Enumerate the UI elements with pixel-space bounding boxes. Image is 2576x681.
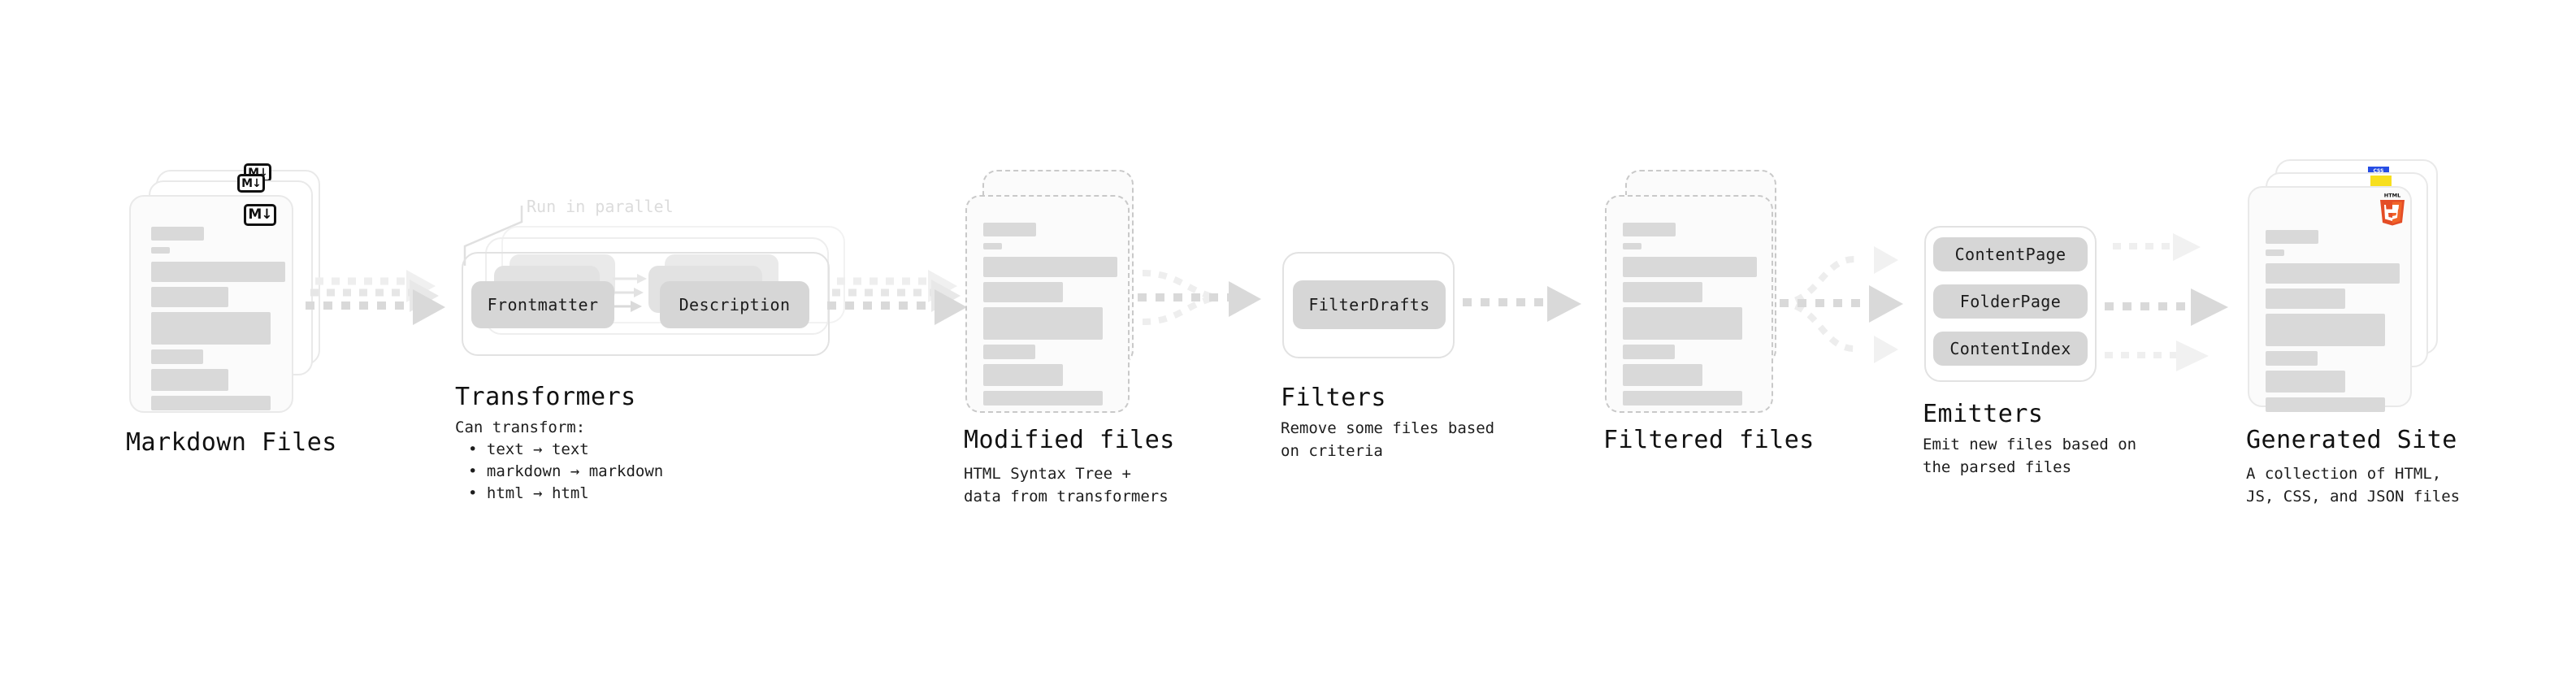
skeleton-bar	[983, 307, 1103, 340]
emitters-group	[1924, 226, 2097, 382]
css-icon: CSS	[2368, 167, 2389, 175]
skeleton-bar	[2266, 263, 2400, 284]
filter-node-filterdrafts[interactable]: FilterDrafts	[1293, 280, 1446, 329]
emitter-node-contentpage[interactable]: ContentPage	[1933, 237, 2088, 271]
skeleton-bar	[2266, 371, 2345, 393]
filtered-card-front	[1605, 195, 1773, 413]
skeleton-bar	[983, 223, 1036, 236]
skeleton-bar	[151, 396, 271, 410]
skeleton-bar	[1623, 243, 1641, 249]
skeleton-bar	[983, 257, 1117, 277]
svg-text:HTML: HTML	[2384, 193, 2400, 199]
transformer-node-frontmatter[interactable]: Frontmatter	[471, 281, 614, 328]
connector-filtered-to-emitters	[1779, 246, 1903, 363]
emitters-subtitle: Emit new files based on the parsed files	[1923, 436, 2137, 476]
skeleton-bar	[151, 312, 271, 345]
modified-card-front	[965, 195, 1130, 413]
run-in-parallel-label: Run in parallel	[527, 197, 674, 216]
transformers-subtitle: Can transform:	[455, 419, 586, 436]
skeleton-bar	[1623, 223, 1676, 236]
transformer-node-description[interactable]: Description	[660, 281, 809, 328]
emitter-node-contentindex[interactable]: ContentIndex	[1933, 332, 2088, 366]
skeleton-bar	[151, 262, 285, 282]
skeleton-bar	[1623, 364, 1702, 386]
stage-title-generated-site: Generated Site	[2246, 426, 2457, 454]
skeleton-bar	[983, 243, 1002, 249]
skeleton-bar	[2266, 249, 2284, 256]
skeleton-bar	[151, 369, 228, 391]
connector-modified-to-filters	[1138, 270, 1261, 325]
skeleton-bar	[1623, 257, 1757, 277]
skeleton-bar	[2266, 397, 2385, 412]
connector-md-to-transformers	[306, 270, 445, 325]
skeleton-bar	[151, 227, 204, 241]
stage-title-filters: Filters	[1281, 384, 1386, 412]
skeleton-bar	[983, 364, 1063, 386]
skeleton-bar	[2266, 351, 2318, 366]
skeleton-bar	[151, 247, 170, 254]
html5-icon: HTML	[2380, 193, 2405, 226]
skeleton-bar	[983, 391, 1103, 406]
skeleton-bar	[1623, 391, 1742, 406]
modified-files-subtitle: HTML Syntax Tree + data from transformer…	[964, 465, 1169, 505]
skeleton-bar	[151, 349, 203, 364]
markdown-icon-back-1: M↓	[237, 174, 265, 193]
skeleton-bar	[983, 282, 1063, 302]
run-in-parallel-bracket	[463, 206, 523, 266]
connector-filters-to-filtered	[1463, 286, 1581, 322]
transformers-bullet-1: • markdown → markdown	[468, 462, 664, 480]
stage-title-markdown-files: Markdown Files	[126, 428, 337, 457]
stage-title-modified-files: Modified files	[964, 426, 1175, 454]
generated-site-subtitle: A collection of HTML, JS, CSS, and JSON …	[2246, 465, 2461, 505]
skeleton-bar	[1623, 345, 1675, 359]
skeleton-bar	[2266, 314, 2385, 346]
stage-title-transformers: Transformers	[455, 383, 636, 411]
stage-title-filtered-files: Filtered files	[1603, 426, 1815, 454]
filters-group	[1282, 252, 1455, 358]
filters-subtitle: Remove some files based on criteria	[1281, 419, 1495, 460]
skeleton-bar	[2266, 230, 2318, 244]
emitter-node-folderpage[interactable]: FolderPage	[1933, 284, 2088, 319]
skeleton-bar	[1623, 307, 1742, 340]
markdown-card-front	[129, 195, 293, 413]
transformers-bullet-0: • text → text	[468, 440, 589, 458]
skeleton-bar	[1623, 282, 1702, 302]
stage-title-emitters: Emitters	[1923, 400, 2044, 428]
skeleton-bar	[151, 287, 228, 307]
connector-transformers-to-modified	[827, 270, 967, 325]
connector-emitters-to-site	[2105, 233, 2228, 371]
skeleton-bar	[2266, 288, 2345, 309]
skeleton-bar	[983, 345, 1035, 359]
markdown-icon: M↓	[244, 204, 276, 226]
transformers-bullet-2: • html → html	[468, 484, 589, 502]
